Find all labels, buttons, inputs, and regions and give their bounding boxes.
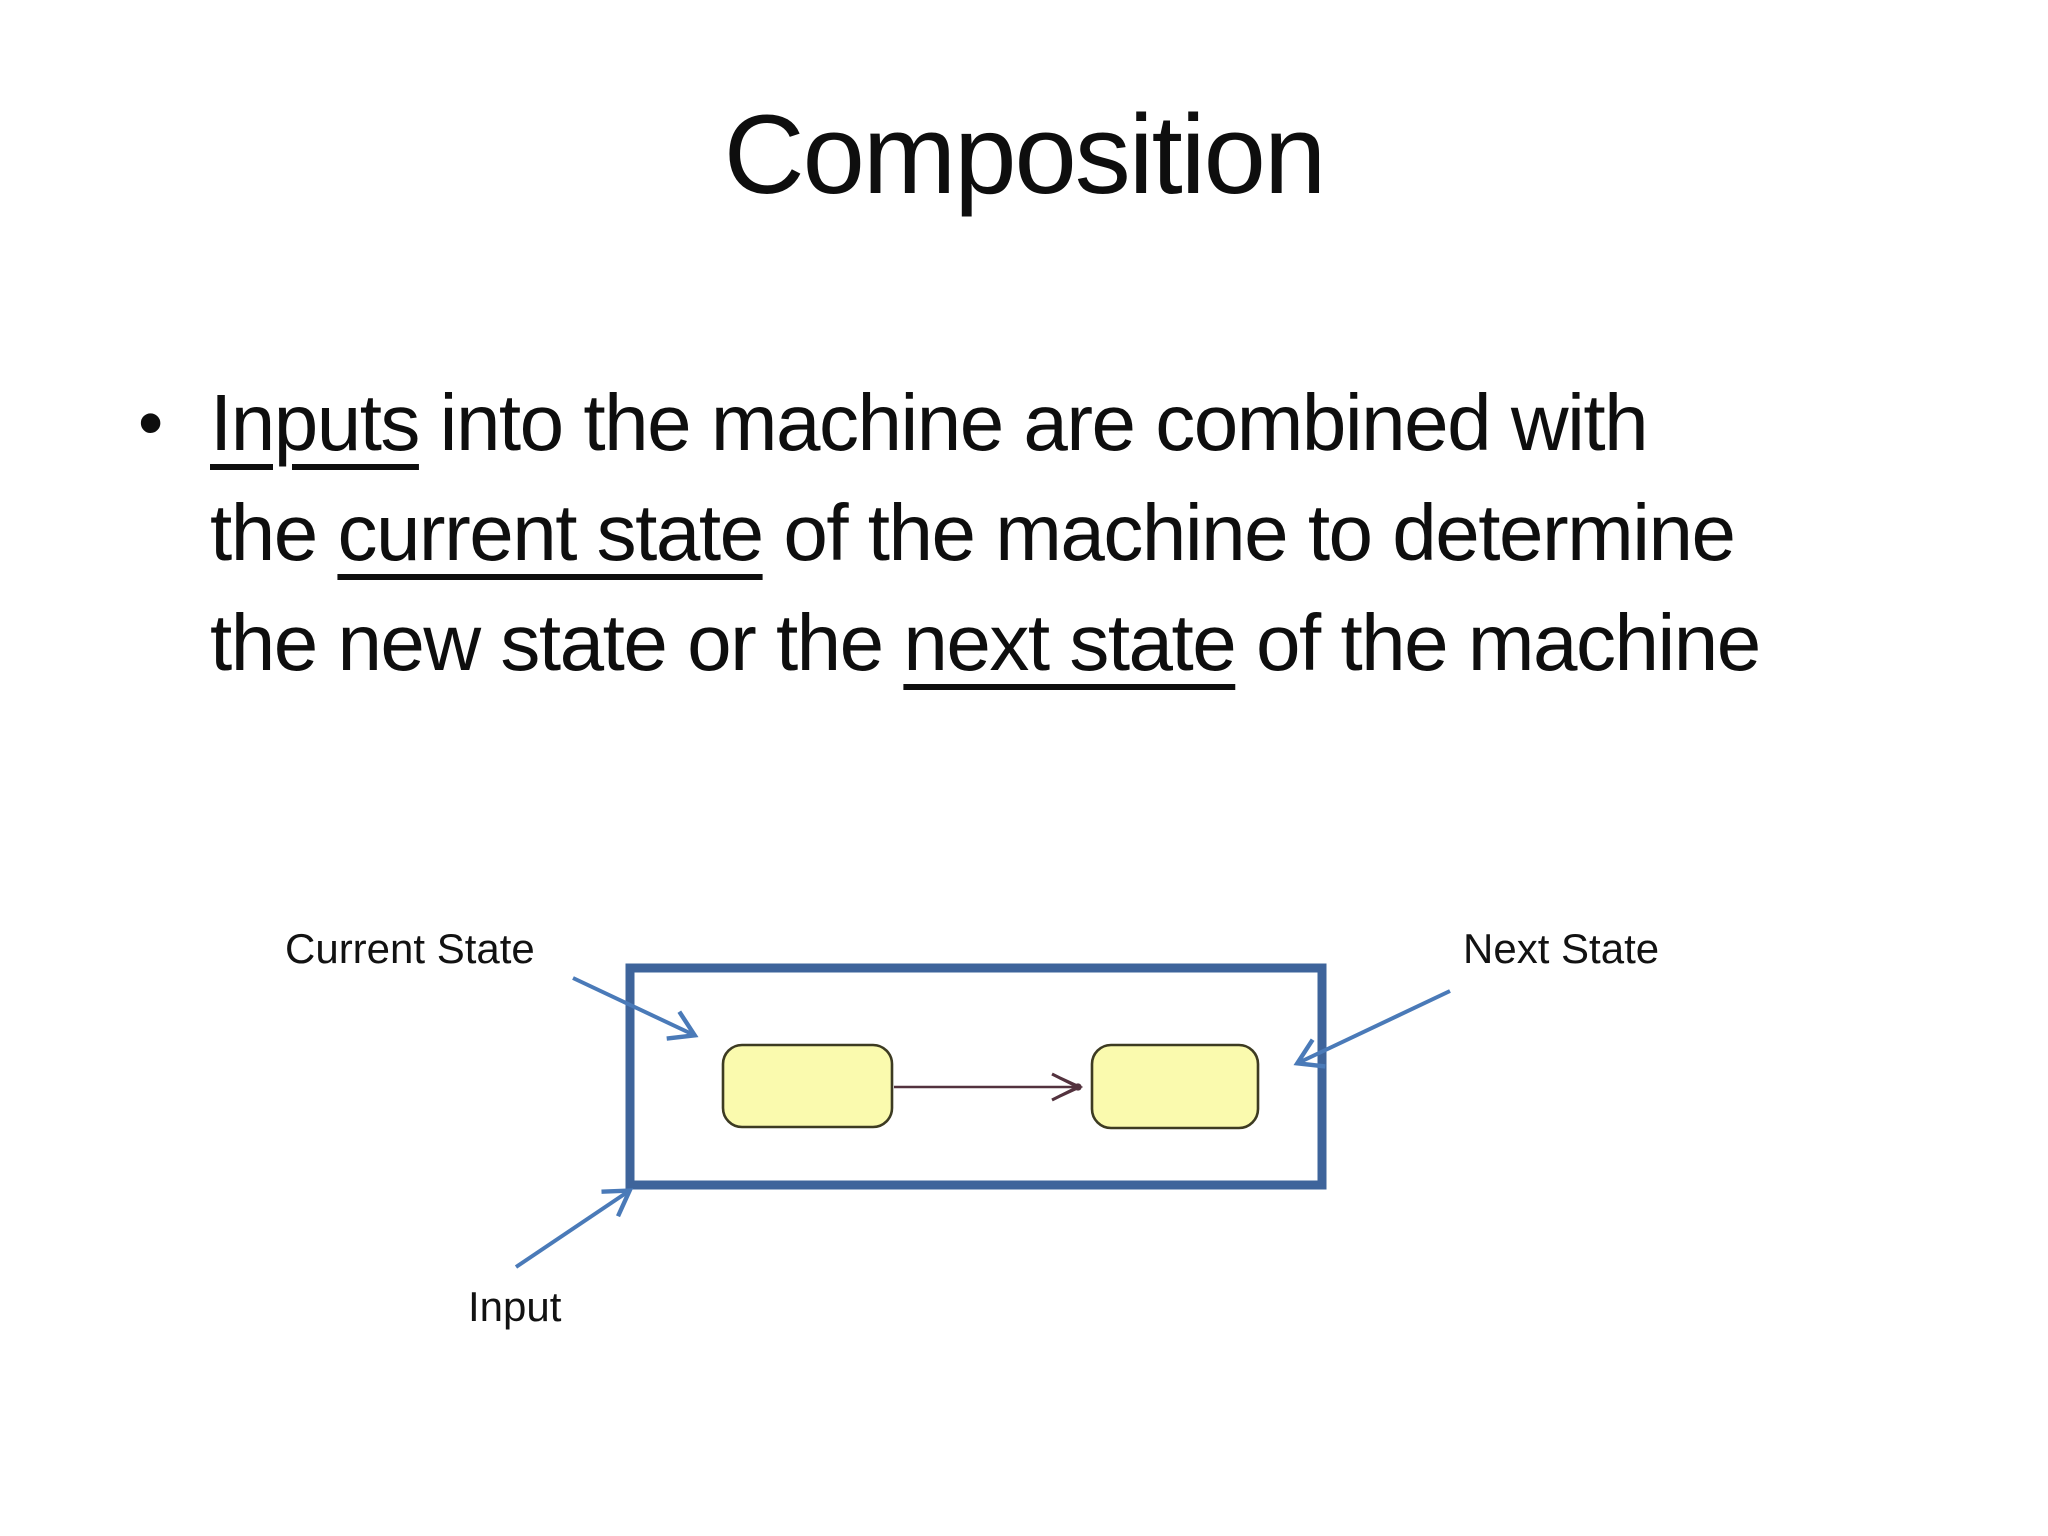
slide-title: Composition (723, 92, 1327, 217)
input-label: Input (468, 1283, 562, 1330)
bullet-text: Inputs into the machine are combined wit… (210, 368, 1761, 698)
underlined-term: Inputs (210, 378, 420, 467)
current-state-label: Current State (285, 925, 535, 972)
text-segment: the (210, 488, 338, 577)
bullet-marker: • (138, 383, 164, 463)
text-segment: into the machine are combined with (418, 378, 1649, 467)
input-pointer-arrow-icon (514, 1188, 634, 1269)
underlined-term: current state (337, 488, 764, 577)
next-state-pointer-arrow-icon (1293, 989, 1451, 1069)
text-segment: of the machine (1235, 598, 1761, 687)
bullet-line: the current state of the machine to dete… (210, 478, 1760, 588)
next-state-shape (1090, 1043, 1260, 1130)
machine-frame-box (625, 963, 1327, 1190)
text-segment: the new state or the (210, 598, 904, 687)
bullet-line: the new state or the next state of the m… (210, 588, 1761, 698)
current-state-pointer-arrow-icon (572, 976, 699, 1041)
underlined-term: next state (903, 598, 1236, 687)
current-state-shape (721, 1043, 894, 1129)
bullet-paragraph: • Inputs into the machine are combined w… (138, 368, 1918, 698)
next-state-label: Next State (1463, 925, 1660, 972)
bullet-line: Inputs into the machine are combined wit… (210, 368, 1760, 478)
text-segment: of the machine to determine (762, 488, 1736, 577)
